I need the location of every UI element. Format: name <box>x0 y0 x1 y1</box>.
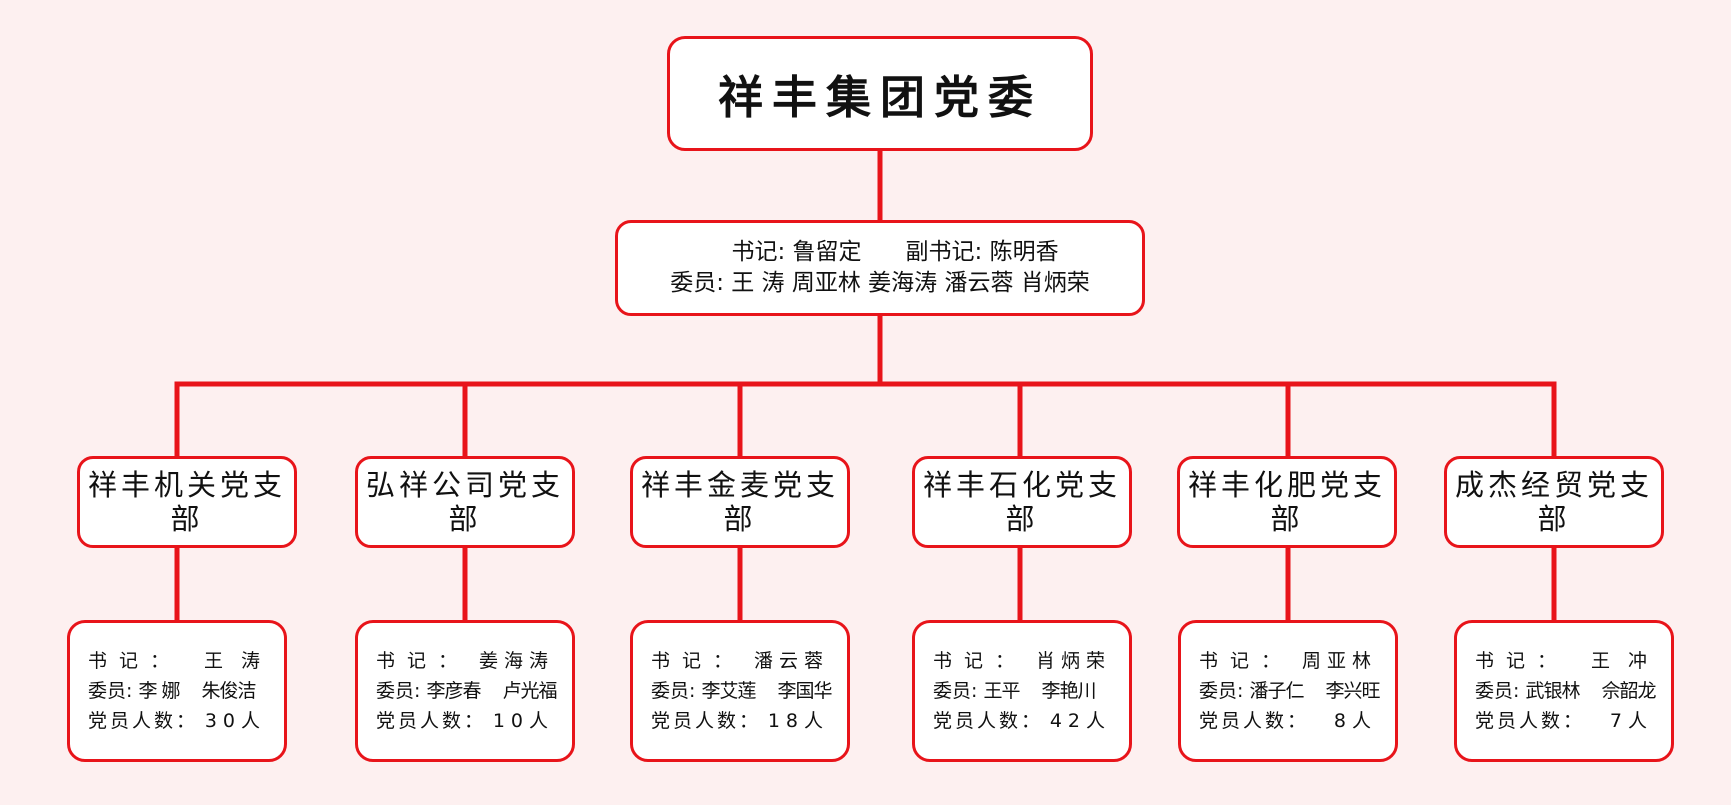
branch-members-line: 委员: 王平李艳川 <box>933 680 1096 702</box>
branch-detail: 书 记 ：肖炳荣 委员: 王平李艳川 党员人数：42人 <box>912 620 1132 762</box>
branch-secretary-line: 书 记 ：王 涛 <box>88 650 266 672</box>
root-node: 祥丰集团党委 <box>667 36 1093 151</box>
branch-members-line: 委员: 李 娜朱俊洁 <box>88 680 257 702</box>
committee-deputy: 副书记: 陈明香 <box>905 239 1059 265</box>
branch-secretary-line: 书 记 ：周亚林 <box>1199 650 1377 672</box>
committee-members: 委员: 王 涛 周亚林 姜海涛 潘云蓉 肖炳荣 <box>670 270 1090 296</box>
branch-members-line: 委员: 李彦春卢光福 <box>376 680 557 702</box>
branch-node: 成杰经贸党支部 <box>1444 456 1664 548</box>
root-title: 祥丰集团党委 <box>717 71 1042 124</box>
branch-count-line: 党员人数：18人 <box>651 710 829 732</box>
branch-name: 祥丰金麦党支部 <box>640 468 839 536</box>
branch-secretary-line: 书 记 ：姜海涛 <box>376 650 554 672</box>
branch-name: 祥丰化肥党支部 <box>1187 468 1386 536</box>
branch-count-line: 党员人数：7人 <box>1475 710 1653 732</box>
branch-node: 祥丰机关党支部 <box>77 456 297 548</box>
branch-count-line: 党员人数：30人 <box>88 710 266 732</box>
branch-members-line: 委员: 李艾莲李国华 <box>651 680 832 702</box>
branch-secretary-line: 书 记 ：肖炳荣 <box>933 650 1111 672</box>
branch-name: 祥丰石化党支部 <box>922 468 1121 536</box>
branch-members-line: 委员: 武银林佘韶龙 <box>1475 680 1656 702</box>
branch-name: 成杰经贸党支部 <box>1454 468 1653 536</box>
branch-node: 祥丰石化党支部 <box>912 456 1132 548</box>
branch-secretary-line: 书 记 ：王 冲 <box>1475 650 1653 672</box>
branch-count-line: 党员人数：42人 <box>933 710 1111 732</box>
branch-secretary-line: 书 记 ：潘云蓉 <box>651 650 829 672</box>
branch-name: 祥丰机关党支部 <box>87 468 286 536</box>
branch-count-line: 党员人数：10人 <box>376 710 554 732</box>
branch-count-line: 党员人数：8人 <box>1199 710 1377 732</box>
branch-detail: 书 记 ：潘云蓉 委员: 李艾莲李国华 党员人数：18人 <box>630 620 850 762</box>
branch-detail: 书 记 ：周亚林 委员: 潘子仁李兴旺 党员人数：8人 <box>1178 620 1398 762</box>
branch-detail: 书 记 ：姜海涛 委员: 李彦春卢光福 党员人数：10人 <box>355 620 575 762</box>
branch-node: 祥丰金麦党支部 <box>630 456 850 548</box>
committee-node: 书记: 鲁留定 副书记: 陈明香 委员: 王 涛 周亚林 姜海涛 潘云蓉 肖炳荣 <box>615 220 1145 316</box>
branch-detail: 书 记 ：王 涛 委员: 李 娜朱俊洁 党员人数：30人 <box>67 620 287 762</box>
committee-secretary: 书记: 鲁留定 <box>731 239 862 265</box>
branch-node: 弘祥公司党支部 <box>355 456 575 548</box>
branch-node: 祥丰化肥党支部 <box>1177 456 1397 548</box>
branch-members-line: 委员: 潘子仁李兴旺 <box>1199 680 1380 702</box>
committee-leaders: 书记: 鲁留定 副书记: 陈明香 <box>701 237 1058 268</box>
branch-name: 弘祥公司党支部 <box>365 468 564 536</box>
branch-detail: 书 记 ：王 冲 委员: 武银林佘韶龙 党员人数：7人 <box>1454 620 1674 762</box>
